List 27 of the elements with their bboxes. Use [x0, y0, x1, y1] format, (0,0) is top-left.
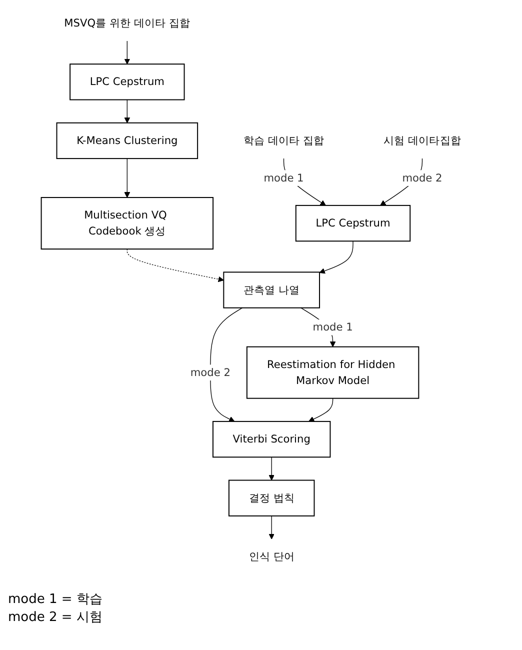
node-box — [40, 197, 214, 250]
node-box — [223, 272, 320, 308]
node-text: 인식 단어 — [248, 550, 294, 563]
edge-label: mode 1 — [264, 171, 304, 184]
node-text: MSVQ를 위한 데이타 집합 — [64, 16, 190, 30]
node-box — [228, 480, 315, 516]
arrow — [126, 248, 224, 282]
node-box — [295, 204, 411, 242]
node-text: 시험 데이타집합 — [384, 134, 461, 147]
arrow — [308, 398, 334, 422]
arrow — [268, 516, 274, 540]
edge-label: mode 2 — [402, 171, 442, 184]
node-box — [212, 420, 331, 458]
node-text: 학습 데이타 집합 — [243, 134, 324, 147]
node-box — [56, 122, 198, 160]
note-text: mode 1 = 학습 — [8, 591, 102, 608]
edge-label: mode 1 — [312, 320, 353, 334]
node-box — [70, 64, 185, 100]
node-box — [246, 346, 420, 399]
note-text: mode 2 = 시험 — [8, 609, 102, 626]
arrow — [124, 158, 130, 198]
arrow — [124, 99, 130, 124]
arrow — [319, 240, 354, 274]
flowchart-diagram: mode 1 mode 2 mode 1 mode 2 MSVQ를 위한 데이타 집합 LPC Cepstrum K-Means Clustering Multisection VQ Codebook 생성 학습 데이타 집합 LPC Cepstrum 관측열 나열 시험 데이타집합 Reestimation for Hidden Markov Model Viterbi Scoring 결정 법칙 인식 단어 — [36, 0, 486, 580]
edge-label: mode 2 — [190, 366, 230, 379]
arrow — [268, 456, 274, 481]
arrow — [124, 40, 130, 64]
